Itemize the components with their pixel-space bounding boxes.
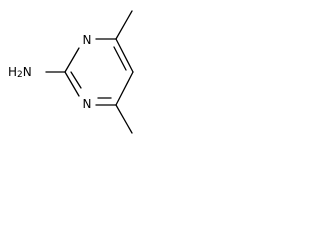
bond-c4-methyl [115,104,133,134]
atom-n1-label: N [83,33,92,47]
bond-c6-methyl [115,10,133,40]
chemical-structure-diagram: N N H2N [8,10,134,134]
bond-c6-c5 [115,38,134,73]
bond-c5-c4 [115,71,134,106]
amine-label: H2N [8,65,32,80]
bond-n3-c2-inner [70,71,82,89]
bond-c6-c5-inner [113,46,127,71]
atom-n3-label: N [83,97,92,111]
bond-c2-n1 [64,47,80,73]
bond-n3-c2 [64,71,80,97]
